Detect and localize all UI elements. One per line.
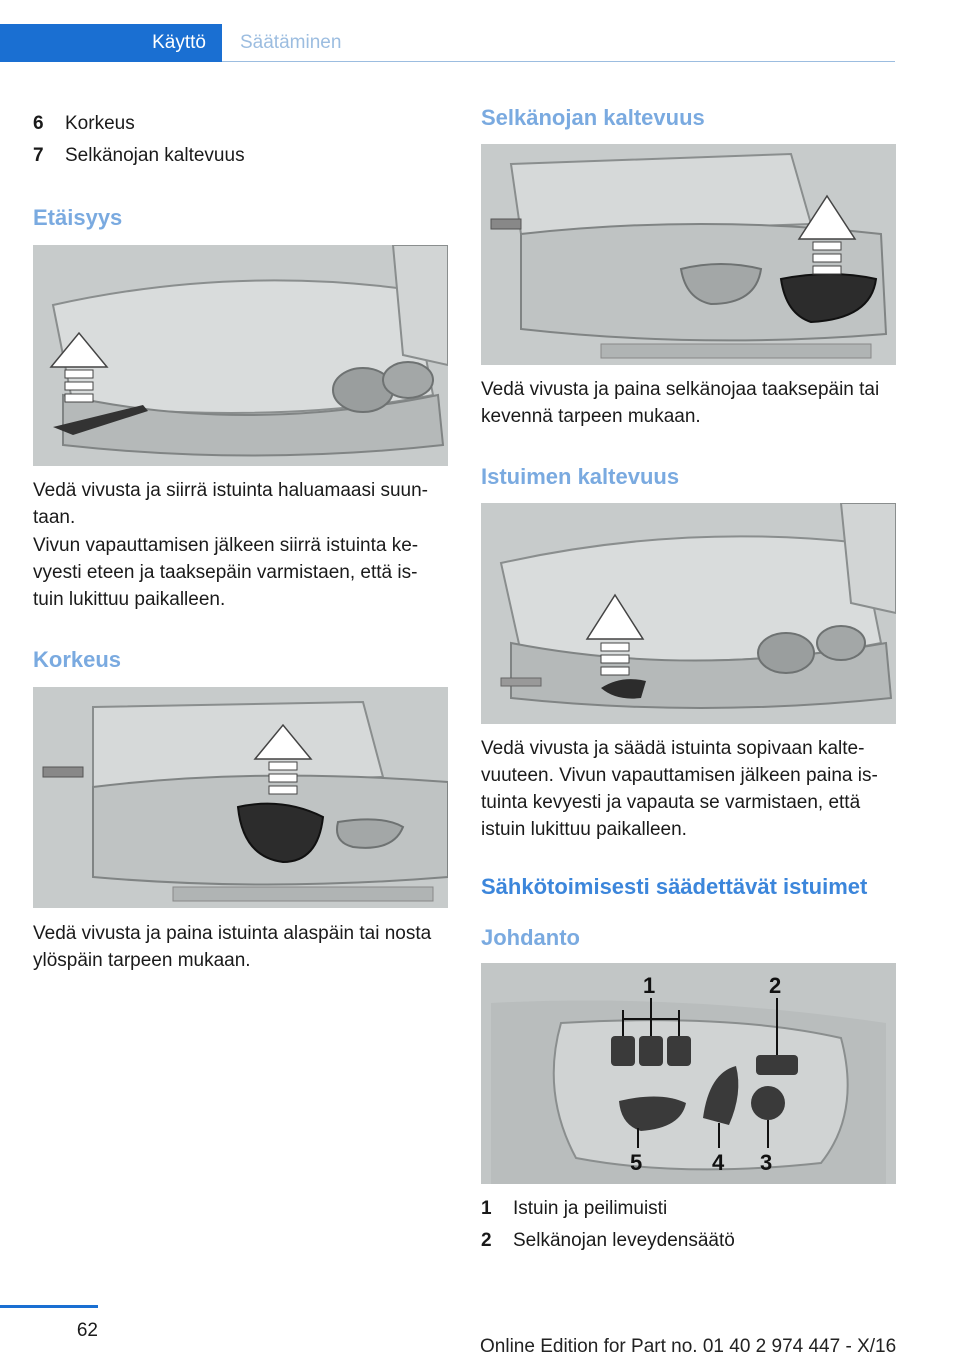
list-number: 2 <box>481 1230 492 1251</box>
figure-seat-distance <box>33 245 448 466</box>
paragraph-distance-1: Vedä vivusta ja siirrä istuinta haluamaa… <box>33 480 428 528</box>
figure-seat-tilt <box>481 503 896 724</box>
list-label: Korkeus <box>65 113 135 134</box>
paragraph-distance-2: Vivun vapauttamisen jälkeen siirrä istui… <box>33 535 419 610</box>
paragraph-seat-tilt: Vedä vivusta ja säädä istuinta sopivaan … <box>481 738 878 840</box>
list-item: 7 Selkänojan kaltevuus <box>33 144 245 168</box>
heading-intro: Johdanto <box>481 925 580 950</box>
heading-seat-tilt: Istuimen kaltevuus <box>481 464 680 489</box>
footer-edition-text: Online Edition for Part no. 01 40 2 974 … <box>480 1336 897 1357</box>
heading-electric-seats: Sähkötoimisesti säädettävät istuimet <box>481 874 868 899</box>
list-number: 1 <box>481 1198 492 1219</box>
paragraph-height: Vedä vivusta ja paina istuinta alaspäin … <box>33 923 432 971</box>
figure-backrest-tilt <box>481 144 896 365</box>
heading-height: Korkeus <box>33 647 122 672</box>
list-item: 1 Istuin ja peilimuisti <box>481 1197 667 1221</box>
callout-4: 4 <box>712 1150 725 1175</box>
header-tab-bar <box>0 24 222 62</box>
list-label: Istuin ja peilimuisti <box>513 1198 668 1219</box>
header-tab-active[interactable]: Käyttö <box>152 32 206 53</box>
page-number: 62 <box>76 1320 98 1341</box>
figure-electric-controls: 1 2 3 4 5 <box>481 963 896 1184</box>
paragraph-backrest: Vedä vivusta ja paina selkänojaa taaksep… <box>481 379 880 427</box>
callout-1: 1 <box>643 973 655 998</box>
figure-seat-height <box>33 687 448 908</box>
callout-5: 5 <box>630 1150 642 1175</box>
list-item: 2 Selkänojan leveydensäätö <box>481 1229 735 1253</box>
list-label: Selkänojan kaltevuus <box>65 145 245 166</box>
header-rule <box>222 61 895 62</box>
electric-controls-svg: 1 2 3 4 5 <box>481 963 896 1184</box>
footer-rule <box>0 1305 98 1308</box>
header-tab-inactive[interactable]: Säätäminen <box>240 32 342 53</box>
heading-backrest: Selkänojan kaltevuus <box>481 105 705 130</box>
heading-distance: Etäisyys <box>33 205 123 230</box>
list-number: 6 <box>33 113 44 134</box>
list-number: 7 <box>33 145 44 166</box>
callout-3: 3 <box>760 1150 772 1175</box>
list-label: Selkänojan leveydensäätö <box>513 1230 735 1251</box>
list-item: 6 Korkeus <box>33 112 135 136</box>
callout-2: 2 <box>769 973 781 998</box>
